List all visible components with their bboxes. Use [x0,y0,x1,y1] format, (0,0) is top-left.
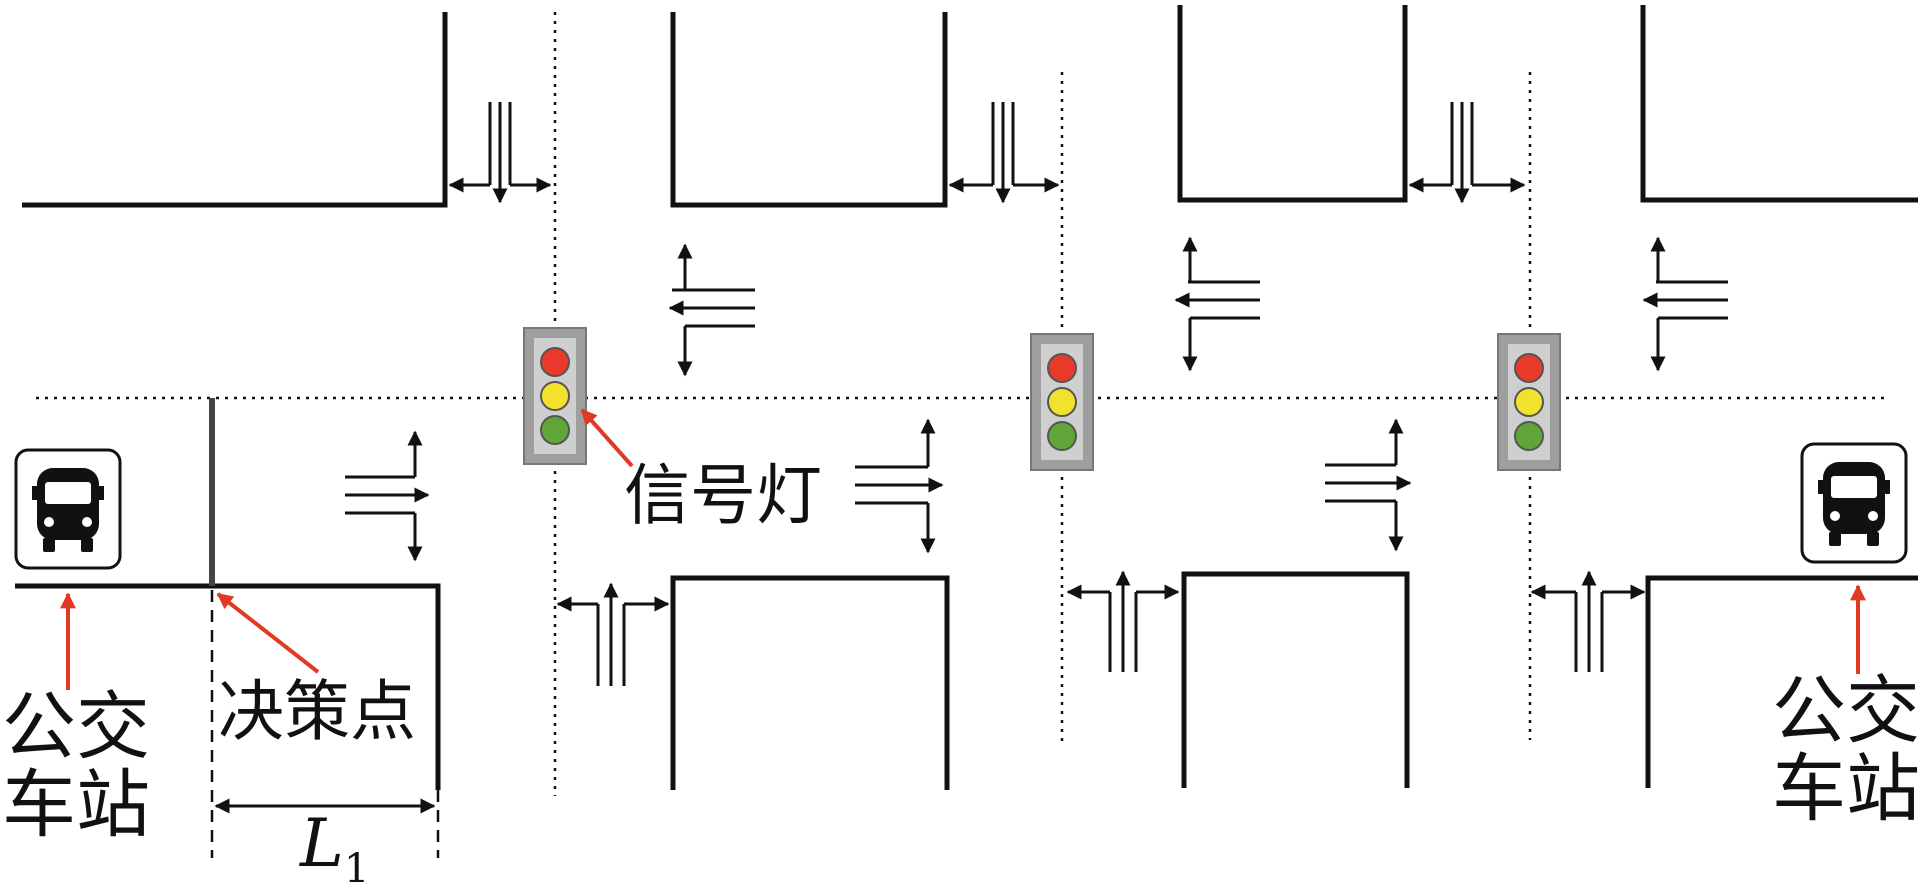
traffic-light-icon [1497,333,1561,471]
distance-subscript: 1 [344,846,369,888]
northbound-arrows-1 [556,582,670,686]
bus-stop-left-label-line1: 公交 [2,684,150,770]
road-edges [15,5,1918,790]
signal-light-label: 信号灯 [624,457,822,534]
block-top-1 [22,12,448,208]
block-bottom-1 [15,583,441,790]
southbound-arrows-2 [948,102,1060,204]
northbound-arrows-2 [1066,570,1180,672]
decision-point-label: 决策点 [218,673,416,750]
southbound-arrows-1 [448,102,552,204]
block-top-3 [1177,5,1408,203]
callout-arrows [60,408,1866,690]
block-top-4 [1640,5,1918,203]
westbound-arrows-3 [1642,236,1728,372]
bus-stop-left-label-line2: 车站 [2,762,150,848]
block-top-2 [670,12,948,208]
eastbound-arrows-3 [1325,418,1412,552]
distance-label: L [299,805,344,882]
eastbound-arrows-2 [855,418,944,554]
bus-stop-right-label-line1: 公交 [1772,668,1920,754]
eastbound-arrows-1 [345,430,430,562]
northbound-arrows-3 [1530,570,1646,672]
distance-symbol: L [299,805,344,882]
traffic-light-icon [523,327,587,465]
westbound-arrows-1 [668,243,755,377]
bus-stop-right-label-line2: 车站 [1772,746,1920,832]
callout-arrow-decision-point [216,592,320,674]
block-bottom-4 [1645,575,1918,788]
block-bottom-3 [1181,571,1410,788]
lane-arrows [345,102,1728,686]
bus-icon [14,448,122,570]
westbound-arrows-2 [1174,236,1260,372]
traffic-light-icon [1030,333,1094,471]
distance-guides [210,590,440,858]
block-bottom-2 [670,575,950,790]
bus-icon [1800,442,1908,564]
callout-arrow-signal [580,408,634,468]
southbound-arrows-3 [1408,102,1526,204]
